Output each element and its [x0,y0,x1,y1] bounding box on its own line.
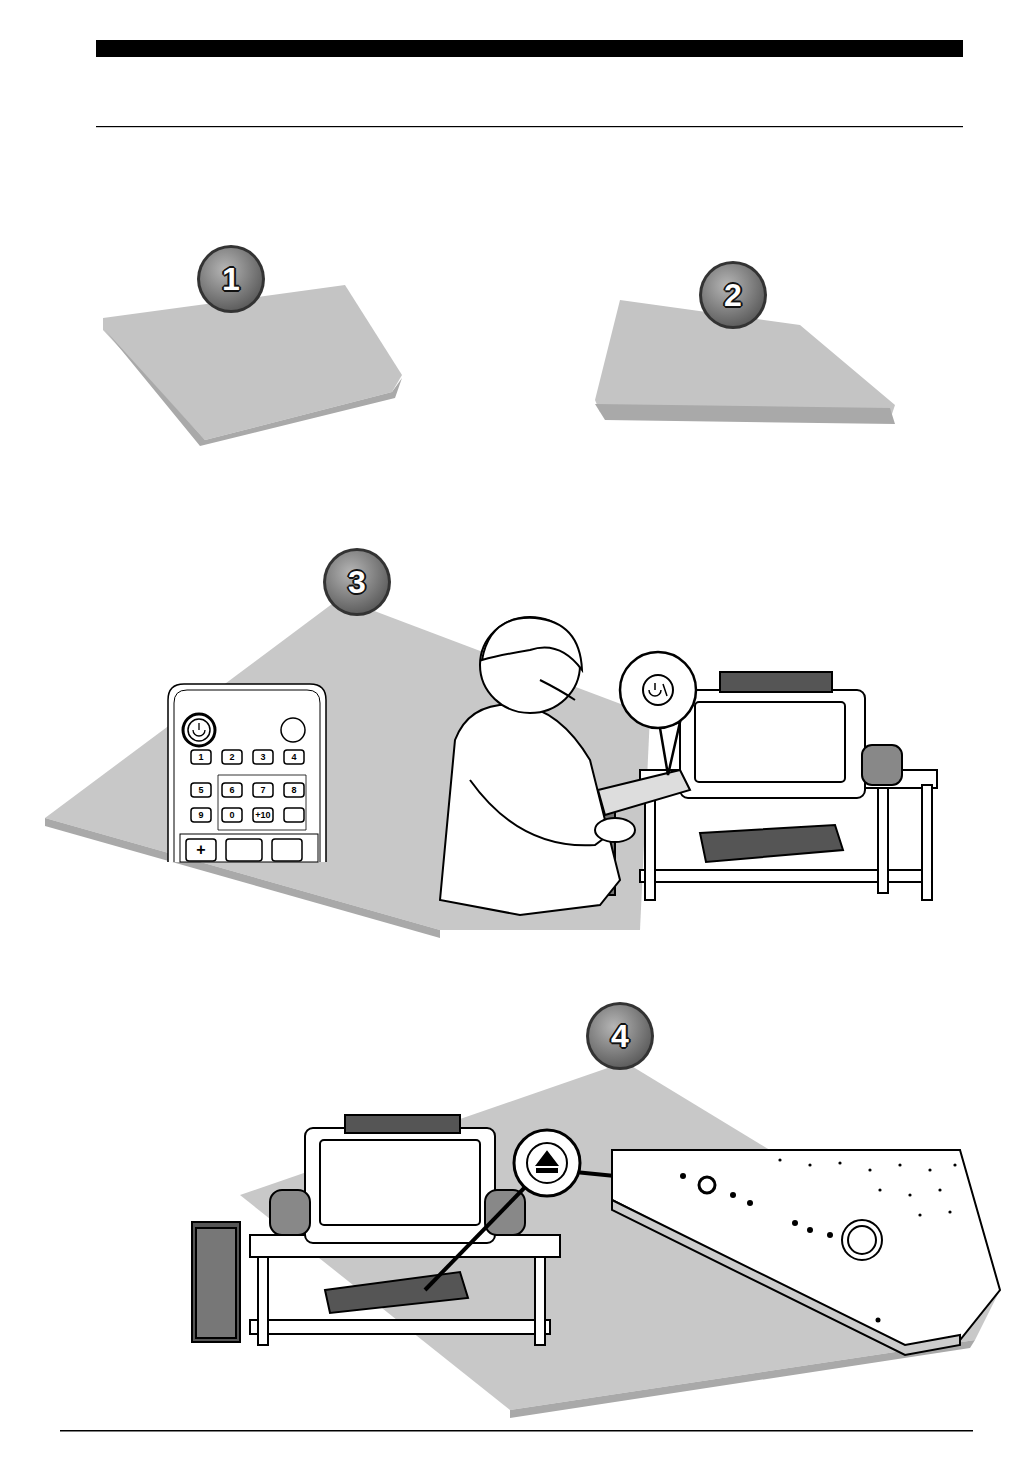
remote-key: 3 [260,753,265,762]
callout-number: 3 [348,566,366,598]
callout-number: 2 [724,279,742,311]
callout-number: 4 [611,1020,629,1052]
remote-key: 6 [229,786,234,795]
remote-key: 9 [198,811,203,820]
remote-key: + [196,842,205,858]
remote-key: 4 [291,753,296,762]
remote-key: 2 [229,753,234,762]
remote-key: 1 [198,753,203,762]
remote-key: 7 [260,786,265,795]
callout-number: 1 [222,263,240,295]
remote-key: +10 [255,811,270,820]
remote-key: 0 [229,811,234,820]
remote-key: 8 [291,786,296,795]
remote-key: 5 [198,786,203,795]
